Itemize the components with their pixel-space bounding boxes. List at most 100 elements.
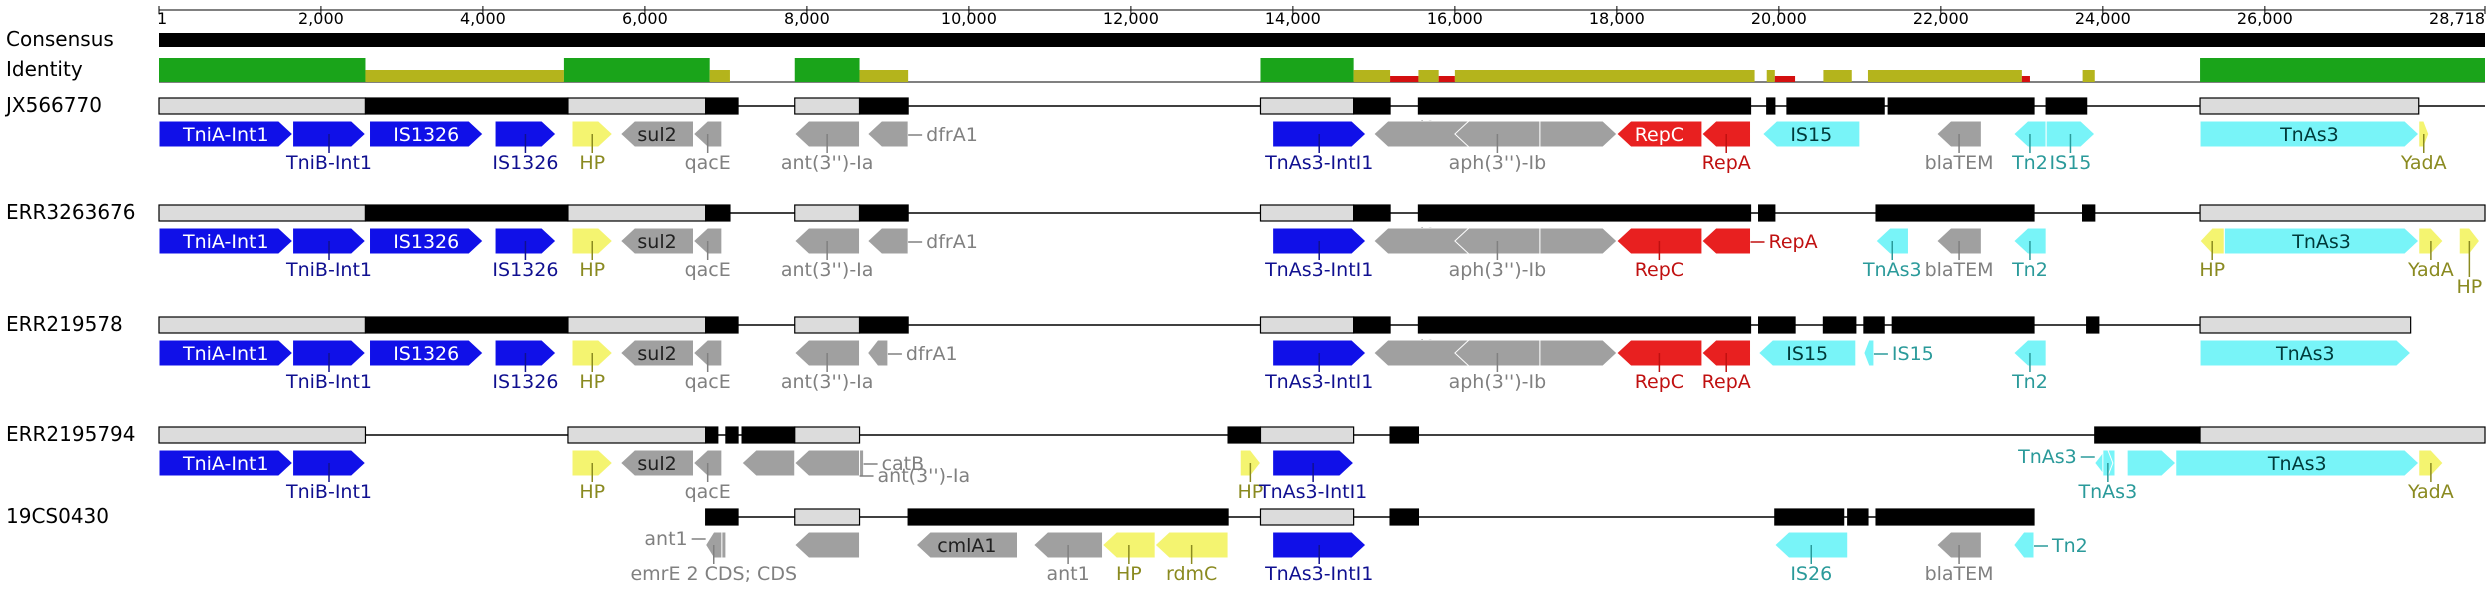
identity-segment xyxy=(1766,70,1775,82)
identity-track xyxy=(159,58,2485,83)
feature-label: TniA-Int1 xyxy=(182,231,269,253)
feature-label: TnAs3 xyxy=(2279,124,2339,146)
feature-label: ant(3'')-Ia xyxy=(781,259,874,281)
variant-block xyxy=(1758,204,1776,222)
feature-label: IS15 xyxy=(1790,124,1832,146)
variant-block xyxy=(705,508,739,526)
identity-segment xyxy=(1438,76,1455,82)
match-block xyxy=(794,426,861,444)
axis-tick-label: 18,000 xyxy=(1589,9,1645,28)
feature-arrow xyxy=(741,449,796,477)
match-block xyxy=(2199,316,2412,334)
identity-segment xyxy=(794,58,860,82)
variant-block xyxy=(2082,204,2096,222)
variant-block xyxy=(1847,508,1869,526)
feature-arrow xyxy=(619,120,695,148)
feature-arrow xyxy=(866,120,909,148)
feature-label: TnAs3-IntI1 xyxy=(1264,371,1373,393)
feature-arrow xyxy=(2126,449,2177,477)
variant-block xyxy=(1875,508,2035,526)
variant-block xyxy=(1417,316,1752,334)
match-block xyxy=(158,426,367,444)
feature-label: blaTEM xyxy=(1925,563,1994,585)
feature-label: RepC xyxy=(1635,371,1684,393)
sequence-name: ERR2195794 xyxy=(6,422,136,446)
feature-label: cmlA1 xyxy=(937,535,996,557)
feature-arrow xyxy=(158,339,294,367)
variant-block xyxy=(1353,204,1391,222)
variant-block xyxy=(2086,316,2100,334)
feature-label: TniA-Int1 xyxy=(182,343,269,365)
feature-arrow xyxy=(1757,339,1857,367)
variant-block xyxy=(858,97,909,115)
identity-segment xyxy=(563,58,710,82)
feature-label: ant(3'')-Ia xyxy=(781,152,874,174)
feature-label: aph(3'')-Ib xyxy=(1449,259,1547,281)
feature-label: TniA-Int1 xyxy=(182,124,269,146)
feature-label: sul2 xyxy=(637,453,676,475)
identity-segment xyxy=(159,58,366,82)
feature-arrow xyxy=(867,339,889,367)
feature-label: YadA xyxy=(2400,152,2447,174)
variant-block xyxy=(2094,426,2201,444)
feature-arrow xyxy=(794,449,861,477)
feature-arrow xyxy=(2175,449,2420,477)
variant-block xyxy=(741,426,796,444)
identity-segment xyxy=(2200,58,2485,82)
feature-label: TniB-Int1 xyxy=(285,152,372,174)
match-block xyxy=(567,97,707,115)
feature-label: IS15 xyxy=(1786,343,1828,365)
feature-label: blaTEM xyxy=(1925,152,1994,174)
identity-segment xyxy=(1823,70,1852,82)
feature-label: sul2 xyxy=(637,124,676,146)
feature-label: IS1326 xyxy=(393,231,459,253)
axis-tick-label: 6,000 xyxy=(622,9,668,28)
feature-label: qacE xyxy=(685,152,731,174)
match-block xyxy=(794,508,861,526)
feature-label: qacE xyxy=(685,481,731,503)
consensus-bar xyxy=(159,33,2485,47)
feature-label: IS15 xyxy=(2050,152,2092,174)
variant-block xyxy=(364,204,569,222)
feature-label: ant(3'')-Ia xyxy=(781,371,874,393)
variant-block xyxy=(1227,426,1262,444)
feature-label: HP xyxy=(579,152,605,174)
match-block xyxy=(794,97,861,115)
identity-segment xyxy=(1390,76,1419,82)
feature-arrow xyxy=(158,449,294,477)
variant-block xyxy=(1822,316,1857,334)
feature-label: Tn2 xyxy=(2051,535,2088,557)
feature-arrow xyxy=(369,339,484,367)
identity-segment xyxy=(1774,76,1796,82)
identity-segment xyxy=(1867,70,2022,82)
match-block xyxy=(158,316,367,334)
feature-label: RepA xyxy=(1702,152,1751,174)
consensus-label: Consensus xyxy=(6,27,114,51)
match-block xyxy=(567,204,707,222)
feature-label: HP xyxy=(579,371,605,393)
variant-block xyxy=(1353,316,1391,334)
match-block xyxy=(1259,97,1355,115)
identity-label: Identity xyxy=(6,57,83,81)
sequence-name: 19CS0430 xyxy=(6,504,109,528)
feature-label: ant1 xyxy=(1046,563,1089,585)
feature-label: HP xyxy=(579,481,605,503)
match-block xyxy=(794,204,861,222)
variant-block xyxy=(858,204,909,222)
variant-block xyxy=(1786,97,1885,115)
variant-block xyxy=(364,97,569,115)
axis-tick-label: 12,000 xyxy=(1103,9,1159,28)
feature-arrow xyxy=(866,227,909,255)
feature-label: ant(3'')-Ia xyxy=(878,465,971,487)
feature-label: TnAs3-IntI1 xyxy=(1258,481,1367,503)
variant-block xyxy=(1389,426,1420,444)
feature-label: TnAs3 xyxy=(2267,453,2327,475)
feature-arrow xyxy=(915,531,1018,559)
feature-label: rdmC xyxy=(1166,563,1217,585)
feature-label: catB xyxy=(882,453,925,475)
variant-block xyxy=(725,426,739,444)
feature-arrow xyxy=(158,227,294,255)
